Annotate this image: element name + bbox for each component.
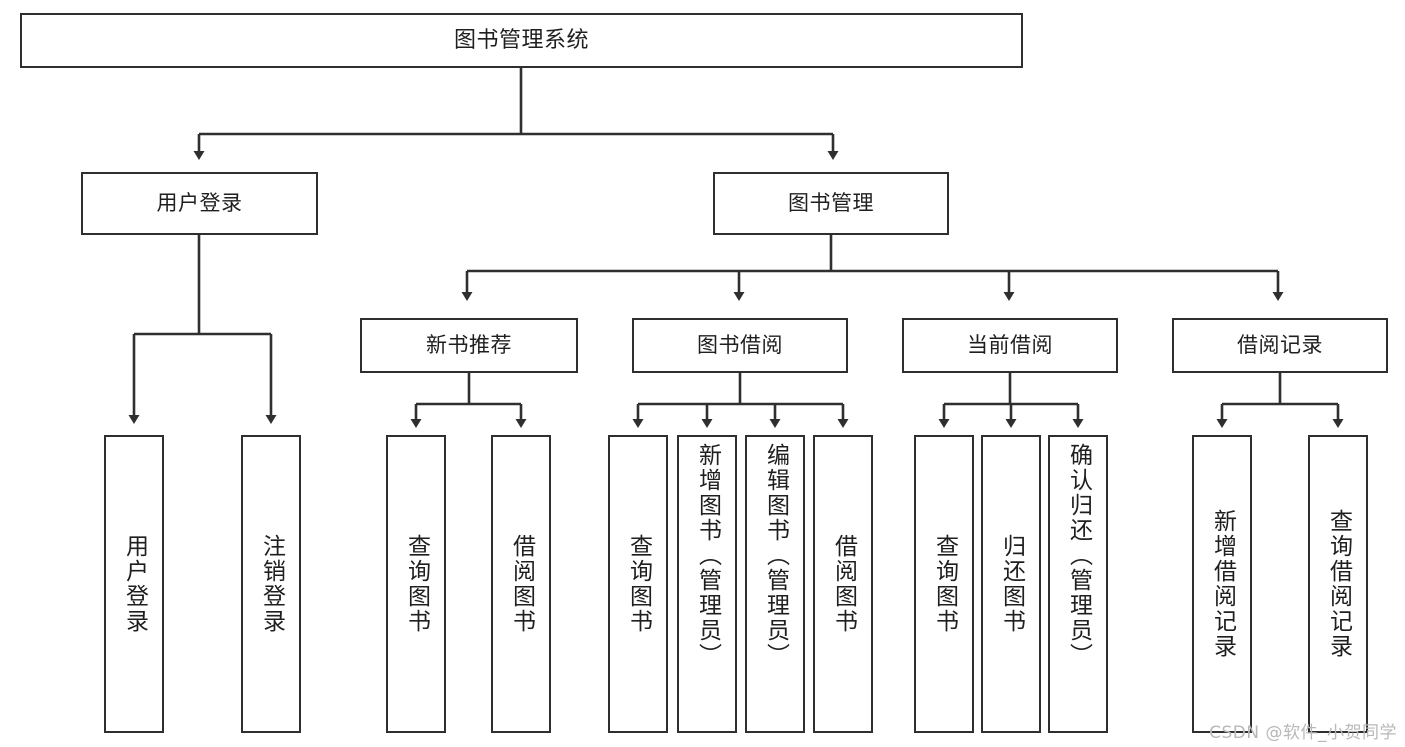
watermark-text: CSDN @软件_小贺同学 bbox=[1209, 723, 1397, 743]
node-label: 用户登录 bbox=[121, 534, 148, 634]
leaf-user-login-do-login[interactable]: 用户登录 bbox=[104, 435, 164, 733]
node-new-book-recommend[interactable]: 新书推荐 bbox=[360, 318, 578, 373]
leaf-book-borrow-query-books[interactable]: 查询图书 bbox=[608, 435, 668, 733]
node-root-book-management-system[interactable]: 图书管理系统 bbox=[20, 13, 1023, 68]
node-label: 查询图书 bbox=[403, 534, 430, 634]
leaf-current-borrow-confirm-return-admin[interactable]: 确认归还（管理员） bbox=[1048, 435, 1108, 733]
node-label: 借阅记录 bbox=[1237, 333, 1323, 358]
node-label: 查询图书 bbox=[625, 534, 652, 634]
node-current-borrow[interactable]: 当前借阅 bbox=[902, 318, 1118, 373]
leaf-book-borrow-borrow-books[interactable]: 借阅图书 bbox=[813, 435, 873, 733]
node-borrow-record[interactable]: 借阅记录 bbox=[1172, 318, 1388, 373]
node-label: 归还图书 bbox=[998, 534, 1025, 634]
node-label: 查询图书 bbox=[931, 534, 958, 634]
node-label: 查询借阅记录 bbox=[1325, 509, 1352, 659]
node-label: 当前借阅 bbox=[967, 333, 1053, 358]
node-label: 借阅图书 bbox=[830, 534, 857, 634]
node-label: 图书管理 bbox=[788, 191, 874, 216]
node-label: 图书管理系统 bbox=[453, 27, 589, 53]
node-book-management[interactable]: 图书管理 bbox=[713, 172, 949, 235]
leaf-borrow-record-add-record[interactable]: 新增借阅记录 bbox=[1192, 435, 1252, 733]
node-label: 新增图书（管理员） bbox=[694, 443, 721, 668]
node-label: 注销登录 bbox=[258, 534, 285, 634]
node-label: 用户登录 bbox=[156, 191, 243, 216]
node-label: 借阅图书 bbox=[508, 534, 535, 634]
leaf-book-borrow-add-book-admin[interactable]: 新增图书（管理员） bbox=[677, 435, 737, 733]
leaf-current-borrow-return-books[interactable]: 归还图书 bbox=[981, 435, 1041, 733]
leaf-user-login-logout[interactable]: 注销登录 bbox=[241, 435, 301, 733]
leaf-borrow-record-query-record[interactable]: 查询借阅记录 bbox=[1308, 435, 1368, 733]
node-label: 图书借阅 bbox=[697, 333, 783, 358]
leaf-new-book-query-books[interactable]: 查询图书 bbox=[386, 435, 446, 733]
node-book-borrow[interactable]: 图书借阅 bbox=[632, 318, 848, 373]
leaf-current-borrow-query-books[interactable]: 查询图书 bbox=[914, 435, 974, 733]
node-label: 确认归还（管理员） bbox=[1065, 443, 1092, 668]
leaf-book-borrow-edit-book-admin[interactable]: 编辑图书（管理员） bbox=[745, 435, 805, 733]
node-user-login[interactable]: 用户登录 bbox=[81, 172, 318, 235]
node-label: 编辑图书（管理员） bbox=[762, 443, 789, 668]
leaf-new-book-borrow-books[interactable]: 借阅图书 bbox=[491, 435, 551, 733]
node-label: 新书推荐 bbox=[426, 333, 512, 358]
node-label: 新增借阅记录 bbox=[1209, 509, 1236, 659]
